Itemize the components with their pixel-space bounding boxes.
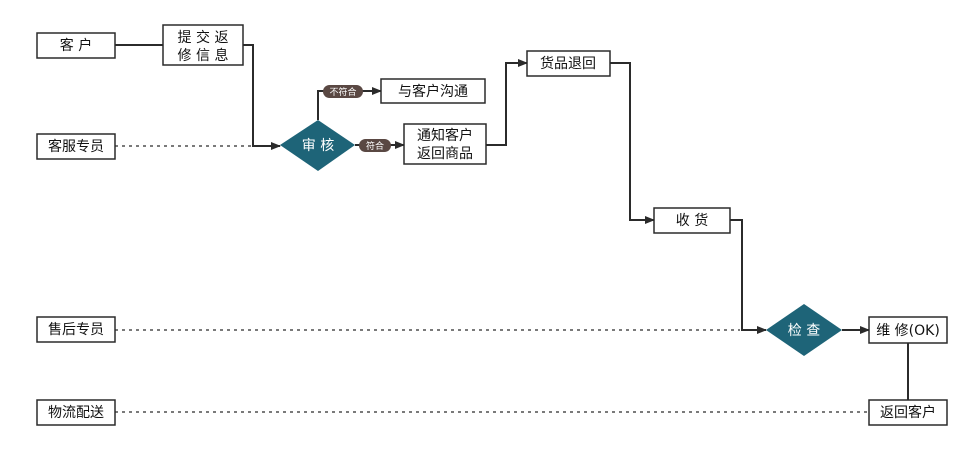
step-goods-return: 货品退回 [526,50,611,77]
step-communicate: 与客户沟通 [380,78,486,104]
actor-customer-label: 客 户 [60,37,92,54]
condition-ok: 符合 [359,139,391,152]
connector-submit-review [243,44,281,150]
actor-after-sales-staff: 售后专员 [36,316,116,343]
connector-receive-inspect [730,219,767,334]
decision-inspect: 检 查 [766,304,842,356]
actor-logistics: 物流配送 [36,399,116,426]
repair-label: 维 修(OK) [876,323,940,339]
notify-line2: 返回商品 [417,146,473,162]
actor-service-staff: 客服专员 [36,133,116,160]
actor-after-sales-label: 售后专员 [48,322,104,338]
condition-ok-label: 符合 [366,140,384,152]
step-return-customer: 返回客户 [868,399,948,426]
connector-notify-goods [486,59,528,146]
actor-logistics-label: 物流配送 [48,405,104,421]
return-customer-label: 返回客户 [880,404,936,421]
step-submit-repair-info: 提 交 返 修 信 息 [162,24,244,66]
connectors [115,44,909,413]
step-repair-ok: 维 修(OK) [868,316,948,344]
actor-service-staff-label: 客服专员 [48,138,104,155]
step-receive: 收 货 [653,207,731,234]
review-label: 审 核 [302,138,334,154]
connector-goods-receive [610,62,655,224]
condition-not-ok-label: 不符合 [329,86,356,98]
condition-not-ok: 不符合 [323,85,363,98]
communicate-label: 与客户沟通 [398,83,468,100]
receive-label: 收 货 [676,212,708,229]
step-notify-return: 通知客户 返回商品 [403,123,487,165]
submit-line2: 修 信 息 [178,47,229,64]
goods-return-label: 货品退回 [540,55,596,72]
decision-review: 审 核 [280,120,355,171]
actor-customer: 客 户 [36,32,116,59]
submit-line1: 提 交 返 [178,29,229,46]
inspect-label: 检 查 [788,323,820,339]
notify-line1: 通知客户 [417,127,473,144]
